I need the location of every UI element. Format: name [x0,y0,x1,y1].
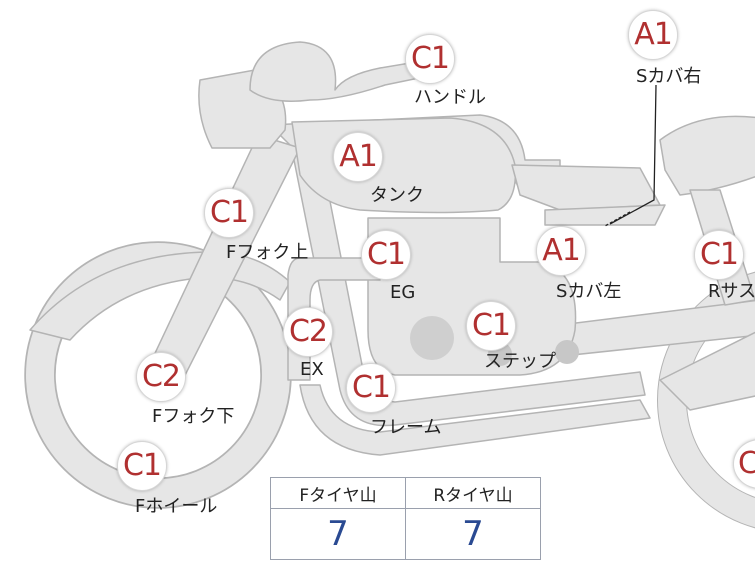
seat-shape [659,115,755,196]
part-label-step: ステップ [484,351,556,372]
table-row: 7 7 [270,508,541,560]
grade-badge-fork-lower: C2 [136,352,186,402]
part-label-front-wheel: Fホイール [135,496,218,517]
handlebar-shape [249,41,449,102]
part-label-handle: ハンドル [414,87,486,108]
part-label-exhaust: EX [300,359,324,380]
grade-badge-handle: C1 [405,34,455,84]
part-label-engine: EG [390,282,416,303]
part-label-frame: フレーム [370,417,442,438]
part-label-tank: タンク [370,185,424,206]
grade-badge-front-wheel: C1 [117,441,167,491]
grade-badge-frame: C1 [346,363,396,413]
rear-tire-tread-value: 7 [405,508,541,560]
part-label-fork-upper: Fフォク上 [226,242,309,263]
grade-badge-engine: C1 [361,230,411,280]
part-label-rear-suspension: Rサス [708,281,755,302]
grade-badge-fork-upper: C1 [204,188,254,238]
tire-tread-table: Fタイヤ山 Rタイヤ山 7 7 [270,477,541,560]
side-cover-left-shape [511,164,661,211]
rear-tire-tread-header: Rタイヤ山 [405,477,541,509]
grade-badge-step: C1 [466,301,516,351]
exhaust-shape [287,257,381,381]
grade-badge-side-cover-right: A1 [628,10,678,60]
part-label-fork-lower: Fフォク下 [152,406,235,427]
grade-badge-rear-suspension: C1 [694,230,744,280]
front-tire-tread-value: 7 [270,508,406,560]
grade-badge-side-cover-left: A1 [536,226,586,276]
grade-badge-rear-wheel: C [733,439,755,489]
front-tire-tread-header: Fタイヤ山 [270,477,406,509]
part-label-side-cover-left: Sカバ左 [556,281,622,302]
grade-badge-tank: A1 [333,132,383,182]
table-header-row: Fタイヤ山 Rタイヤ山 [270,477,541,509]
part-label-side-cover-right: Sカバ右 [636,66,702,87]
leader-line [609,84,657,225]
grade-badge-exhaust: C2 [283,307,333,357]
